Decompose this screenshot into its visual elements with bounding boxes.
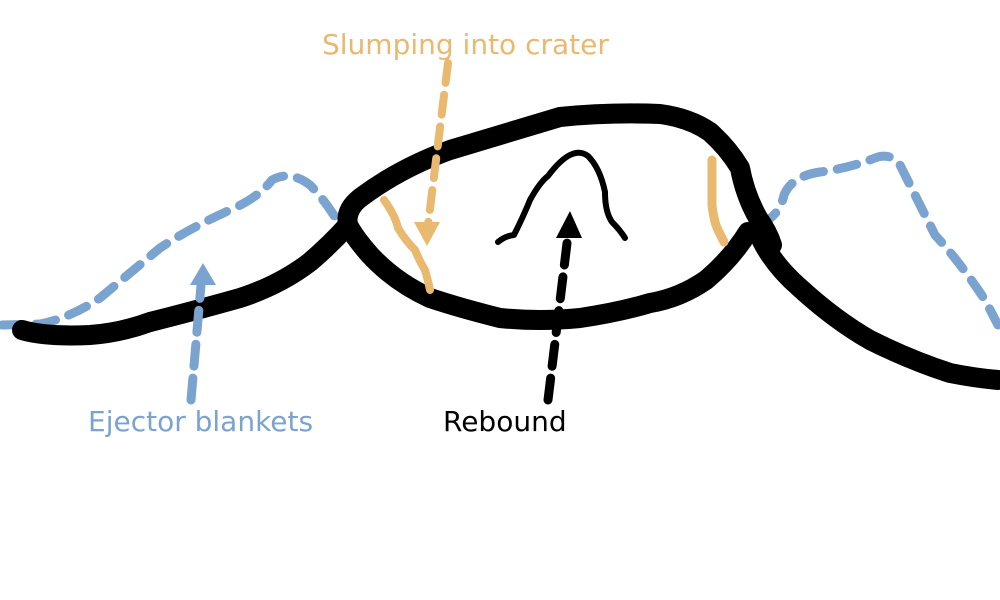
rebound-label: Rebound bbox=[443, 405, 567, 438]
slumping-arrow-head bbox=[414, 222, 440, 246]
ejecta-blanket-left bbox=[0, 171, 345, 330]
slumping-label: Slumping into crater bbox=[322, 28, 609, 61]
rebound-arrow-line bbox=[543, 230, 573, 405]
ground-profile-left bbox=[12, 215, 358, 346]
ejecta-arrow-line bbox=[186, 280, 206, 405]
ejecta-arrow-head bbox=[190, 263, 216, 285]
central-peak bbox=[495, 149, 628, 245]
ejecta-label: Ejector blankets bbox=[88, 405, 314, 438]
rebound-arrow-head bbox=[556, 211, 582, 238]
ejecta-blanket-right bbox=[755, 151, 1000, 330]
slumping-arrow-line bbox=[424, 59, 452, 229]
slump-wall-right bbox=[707, 155, 729, 247]
ground-profile-right bbox=[748, 222, 1000, 390]
slump-wall-left bbox=[380, 196, 434, 294]
